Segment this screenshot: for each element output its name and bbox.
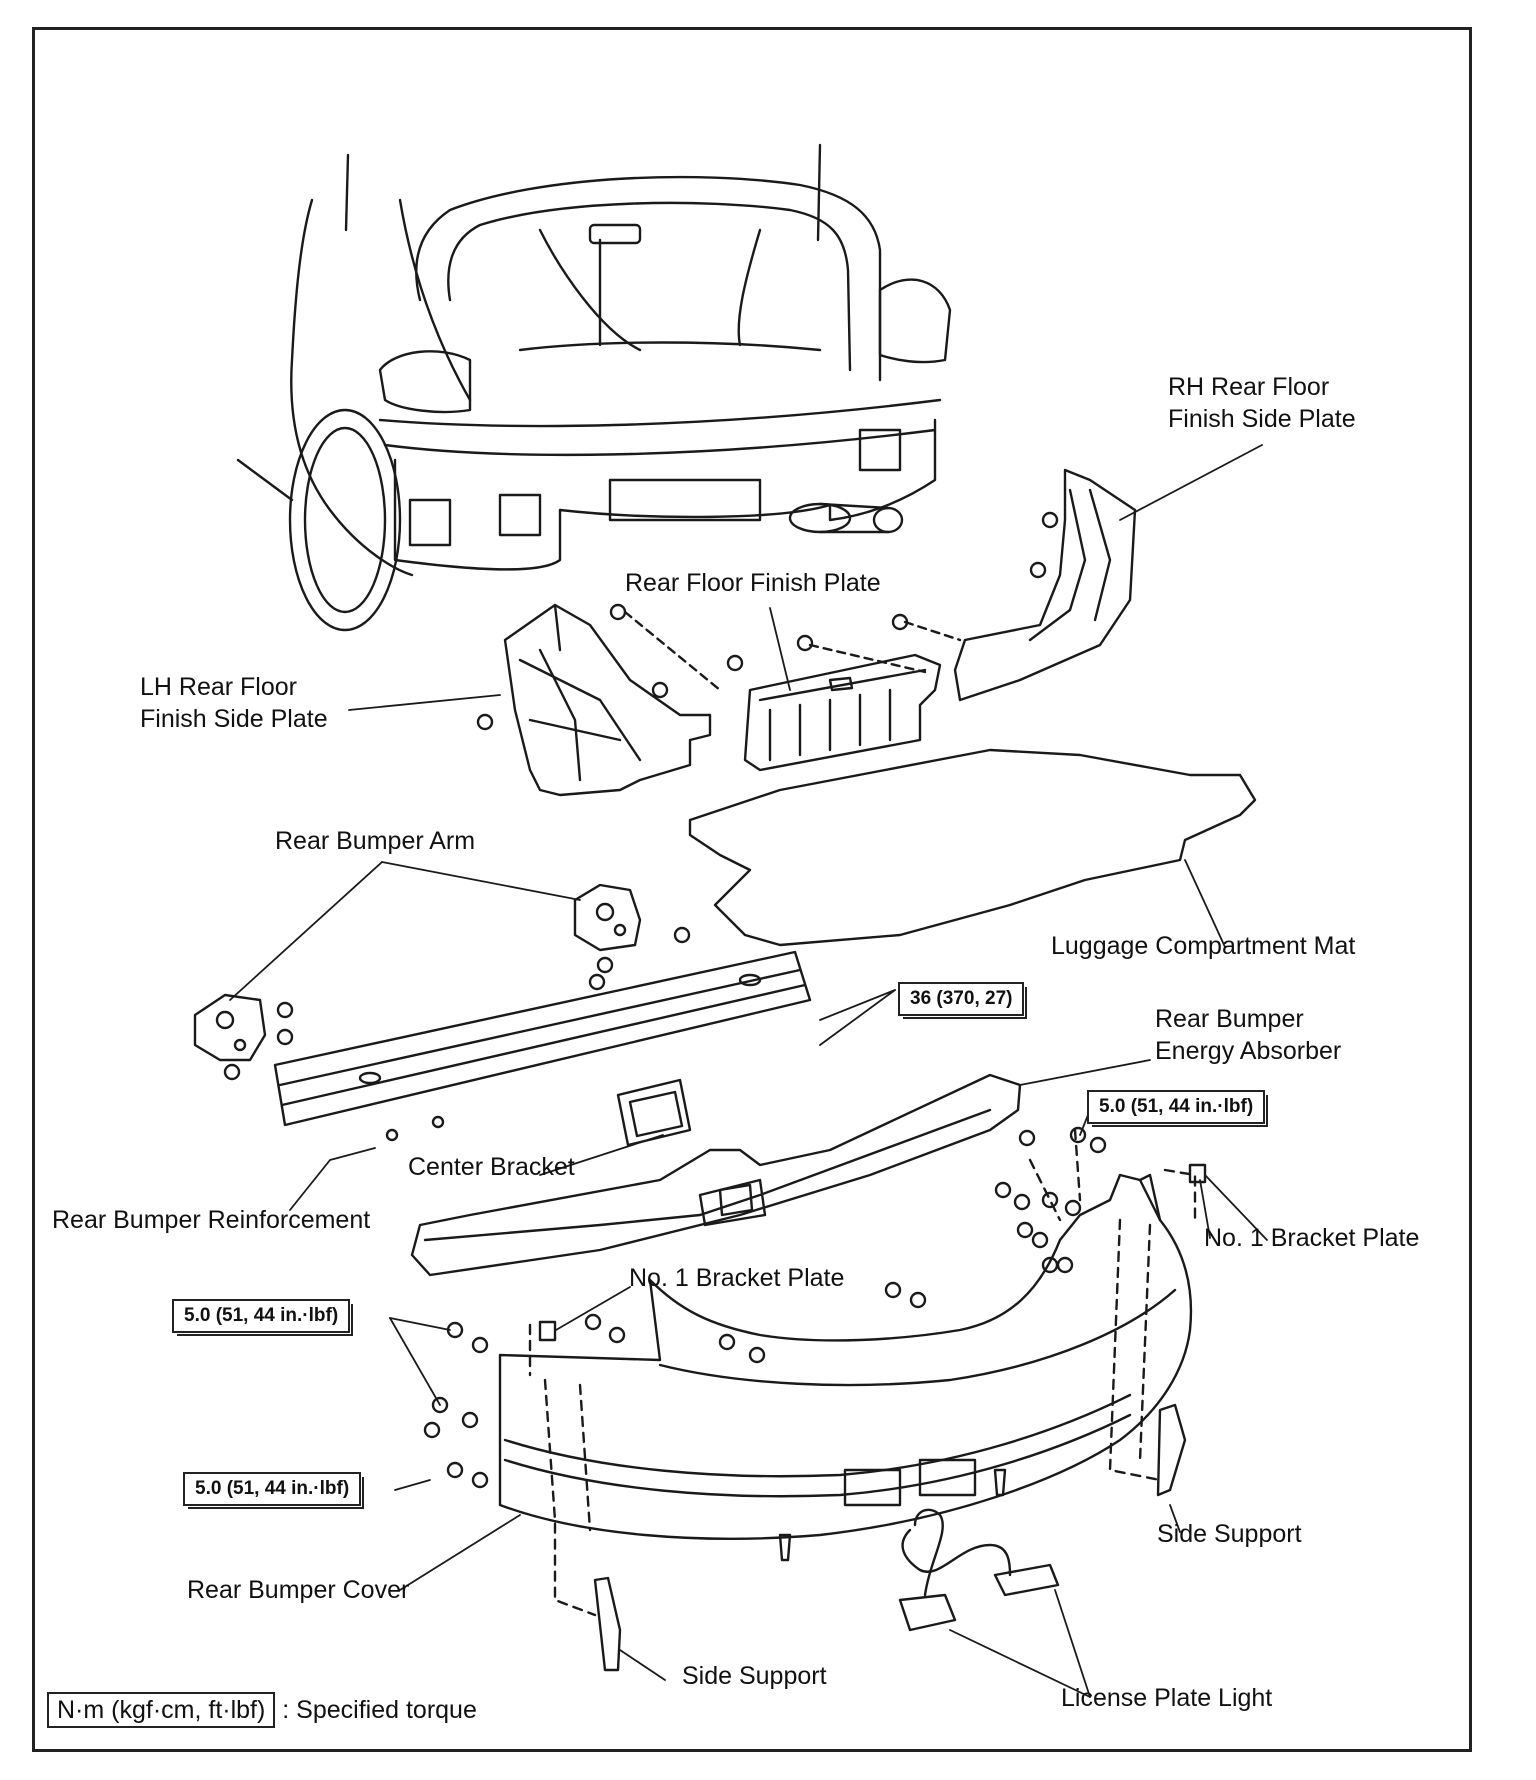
torque-cover-left-upper: 5.0 (51, 44 in.·lbf): [172, 1299, 354, 1336]
cover-bolts: [423, 1126, 1207, 1562]
label-rh-side-plate-line1: RH Rear Floor: [1168, 373, 1330, 401]
car-body-illustration: [236, 143, 952, 632]
plate-bolts: [476, 511, 1059, 731]
label-center-bracket: Center Bracket: [408, 1153, 575, 1181]
label-energy-absorber-line2: Energy Absorber: [1155, 1037, 1342, 1065]
torque-absorber-right: 5.0 (51, 44 in.·lbf): [1087, 1090, 1269, 1127]
label-rh-side-plate-line2: Finish Side Plate: [1168, 405, 1356, 433]
label-license-plate-light: License Plate Light: [1061, 1684, 1273, 1712]
label-side-support-right: Side Support: [1157, 1520, 1302, 1548]
label-reinforcement: Rear Bumper Reinforcement: [52, 1206, 371, 1234]
rear-floor-finish-plate-part: [743, 653, 942, 772]
label-bracket-plate-right: No. 1 Bracket Plate: [1204, 1224, 1420, 1252]
side-support-parts: [593, 1403, 1187, 1672]
label-bracket-plate-center: No. 1 Bracket Plate: [629, 1264, 845, 1292]
reinforcement-part: [273, 950, 812, 1127]
label-side-support-bottom: Side Support: [682, 1662, 827, 1690]
label-energy-absorber: Rear Bumper Energy Absorber: [1155, 1003, 1341, 1067]
label-energy-absorber-line1: Rear Bumper: [1155, 1005, 1304, 1033]
torque-cover-left-lower: 5.0 (51, 44 in.·lbf): [183, 1472, 365, 1509]
torque-arm-nuts: 36 (370, 27): [898, 982, 1028, 1019]
diagram-frame: [32, 27, 1472, 1752]
label-rear-bumper-arm: Rear Bumper Arm: [275, 827, 476, 855]
lh-side-plate-part: [503, 603, 712, 797]
legend-unit-box: N·m (kgf·cm, ft·lbf): [47, 1692, 276, 1728]
label-luggage-mat: Luggage Compartment Mat: [1051, 932, 1356, 960]
license-plate-light-part: [898, 1508, 1060, 1632]
luggage-mat-part: [688, 748, 1257, 947]
bumper-cover-part: [498, 1173, 1193, 1540]
center-bracket-part: [385, 1078, 692, 1147]
label-lh-side-plate-line1: LH Rear Floor: [140, 673, 297, 701]
assembly-guide-lines: [528, 1128, 1197, 1617]
label-rear-floor-finish-plate: Rear Floor Finish Plate: [625, 569, 881, 597]
label-lh-side-plate: LH Rear Floor Finish Side Plate: [140, 671, 328, 735]
label-bumper-cover: Rear Bumper Cover: [187, 1576, 410, 1604]
bumper-arm-parts: [193, 883, 691, 1081]
leader-lines: [229, 444, 1268, 1698]
label-rh-side-plate: RH Rear Floor Finish Side Plate: [1168, 371, 1356, 435]
torque-legend: N·m (kgf·cm, ft·lbf) : Specified torque: [47, 1692, 477, 1728]
rh-side-plate-part: [953, 468, 1137, 702]
label-lh-side-plate-line2: Finish Side Plate: [140, 705, 328, 733]
legend-text: : Specified torque: [282, 1696, 477, 1724]
